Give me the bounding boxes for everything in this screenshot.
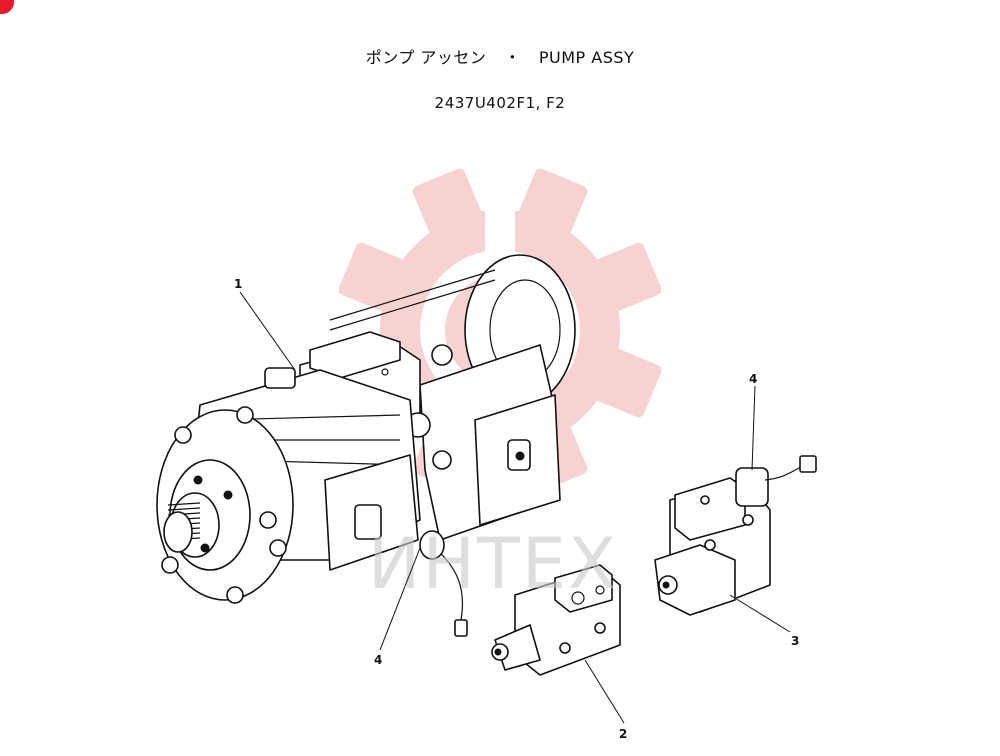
leader-line-4-upper — [751, 385, 756, 471]
title-separator: ・ — [504, 48, 521, 67]
sensor-connector — [454, 619, 468, 637]
regulator-block-lower — [654, 544, 736, 616]
splined-input-shaft — [163, 492, 220, 558]
regulator-assembly — [491, 564, 621, 676]
main-pump-assembly — [156, 254, 576, 637]
callout-2: 2 — [619, 727, 627, 741]
solenoid-wire — [764, 464, 806, 481]
leader-line-4-lower — [379, 547, 421, 651]
watermark-text: ИНТЕХ — [368, 523, 618, 605]
diagram-title: ポンプ アッセン・ PUMP ASSY — [0, 44, 1000, 68]
leader-line-1 — [239, 291, 296, 371]
shaft-spline — [167, 507, 201, 511]
shaft-spline — [167, 502, 201, 506]
solenoid-connector — [799, 455, 817, 473]
callout-4-upper: 4 — [749, 372, 757, 386]
callout-1: 1 — [234, 277, 242, 291]
leader-line-2 — [584, 659, 625, 724]
solenoid-coil — [735, 467, 769, 507]
pressure-sensor — [419, 530, 445, 560]
part-code: 2437U402F1, F2 — [434, 94, 566, 112]
title-english: PUMP ASSY — [538, 48, 635, 67]
regulator-solenoid-assembly — [654, 455, 817, 616]
top-plug — [264, 367, 296, 389]
leader-line-3 — [729, 594, 791, 633]
callout-3: 3 — [791, 634, 799, 648]
title-japanese: ポンプ アッセン — [365, 48, 487, 67]
callout-4-lower: 4 — [374, 653, 382, 667]
